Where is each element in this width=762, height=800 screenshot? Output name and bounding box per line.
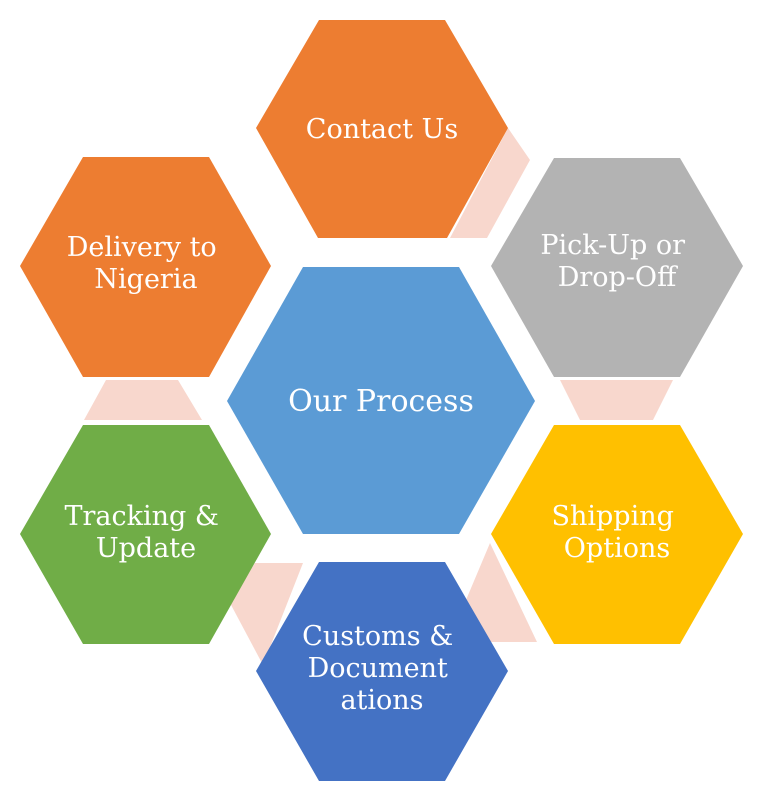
label-line: Document [308,653,448,684]
tracking-hexagon-shape [20,425,271,644]
label-line: Contact Us [306,114,458,145]
label-line: ations [340,685,423,716]
delivery-hexagon-shape [20,157,271,377]
connector-shipping-to-customs [466,543,537,642]
customs-hexagon-shape [256,562,508,781]
center-hexagon-shape [227,267,535,534]
hexagon-customs: Customs & Document ations [256,562,508,781]
hexagon-pick-up: Pick-Up or Drop-Off [491,158,743,377]
connector-pickup-to-shipping [560,380,673,420]
label-line: Shipping [552,501,674,532]
hexagon-center: Our Process [227,267,535,534]
label-line: Drop-Off [558,262,678,293]
label-line: Tracking & [64,501,218,532]
shipping-options-hexagon-shape [491,425,743,644]
contact-us-label: Contact Us [306,114,458,145]
label-line: Update [96,533,196,564]
connectors [84,128,673,665]
connector-contact-to-pickup [450,128,530,238]
label-line: Nigeria [94,264,197,295]
hexagon-contact-us: Contact Us [256,20,508,238]
connector-tracking-to-delivery [84,380,202,420]
customs-label: Customs & Document ations [302,621,462,716]
label-line: Options [564,533,670,564]
pick-up-hexagon-shape [491,158,743,377]
label-line: Pick-Up or [540,230,685,261]
hexagon-tracking: Tracking & Update [20,425,271,644]
delivery-label: Delivery to Nigeria [67,232,226,295]
center-label: Our Process [288,384,474,419]
shipping-options-label: Shipping Options [552,501,683,564]
tracking-label: Tracking & Update [64,501,227,564]
pick-up-label: Pick-Up or Drop-Off [540,230,693,293]
hexagon-shipping-options: Shipping Options [491,425,743,644]
label-line: Customs & [302,621,453,652]
contact-us-hexagon-shape [256,20,508,238]
connector-customs-to-tracking [230,563,303,665]
hexagon-delivery: Delivery to Nigeria [20,157,271,377]
label-line: Delivery to [67,232,217,263]
